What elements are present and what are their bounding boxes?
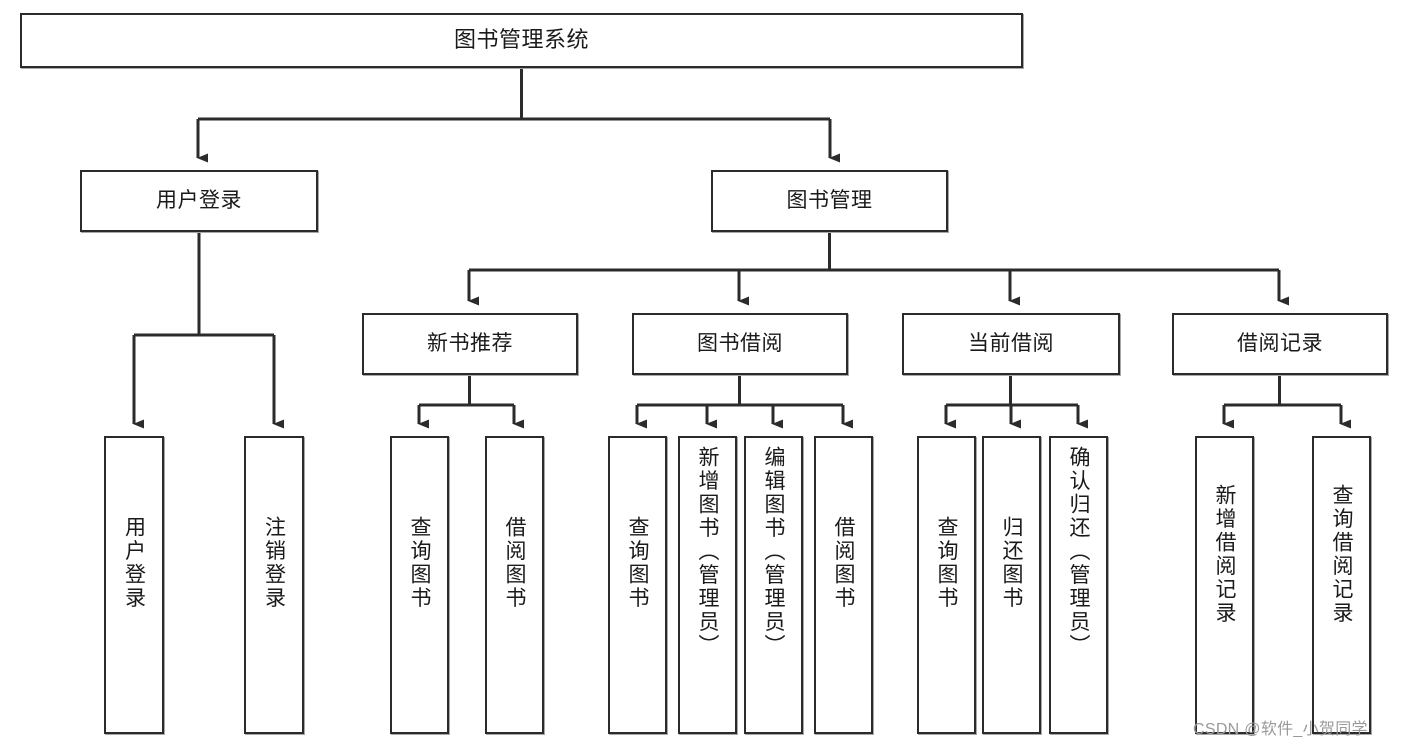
node-leaf-confirm-return-admin[interactable]: 确认归还（管理员） [1049,436,1108,734]
node-label: 图书借阅 [697,332,783,356]
node-label: 查询图书 [626,516,649,610]
node-leaf-query-book-borrow[interactable]: 查询图书 [608,436,667,734]
node-current-borrow[interactable]: 当前借阅 [902,313,1120,375]
node-leaf-add-borrow-record[interactable]: 新增借阅记录 [1195,436,1254,734]
node-leaf-edit-book-admin[interactable]: 编辑图书（管理员） [744,436,803,734]
node-label: 编辑图书（管理员） [762,446,785,658]
node-label: 查询图书 [408,516,431,610]
node-label: 新书推荐 [427,332,513,356]
node-label: 用户登录 [156,189,242,213]
node-label: 注销登录 [262,516,286,610]
node-leaf-add-book-admin[interactable]: 新增图书（管理员） [678,436,737,734]
node-book-management[interactable]: 图书管理 [711,170,948,232]
node-leaf-query-book-current[interactable]: 查询图书 [917,436,976,734]
node-root-book-management-system[interactable]: 图书管理系统 [20,13,1023,68]
node-leaf-borrow-book-borrow[interactable]: 借阅图书 [814,436,873,734]
node-label: 查询图书 [935,516,958,610]
node-label: 图书管理系统 [453,27,589,53]
node-leaf-user-login[interactable]: 用户登录 [104,436,164,734]
node-label: 借阅图书 [503,516,526,610]
node-borrow-record[interactable]: 借阅记录 [1172,313,1388,375]
node-leaf-query-borrow-record[interactable]: 查询借阅记录 [1312,436,1371,734]
node-leaf-query-book-recommend[interactable]: 查询图书 [390,436,449,734]
node-label: 新增借阅记录 [1213,484,1236,625]
csdn-watermark: CSDN @软件_小贺同学 [1193,721,1368,738]
node-label: 图书管理 [786,189,873,213]
node-label: 确认归还（管理员） [1067,446,1090,658]
node-new-book-recommend[interactable]: 新书推荐 [362,313,578,375]
node-label: 用户登录 [122,516,146,610]
node-label: 借阅图书 [832,516,855,610]
node-leaf-logout-login[interactable]: 注销登录 [244,436,304,734]
node-leaf-return-book[interactable]: 归还图书 [982,436,1041,734]
node-user-login[interactable]: 用户登录 [80,170,318,232]
node-label: 借阅记录 [1237,332,1323,356]
node-leaf-borrow-book-recommend[interactable]: 借阅图书 [485,436,544,734]
node-label: 查询借阅记录 [1330,484,1353,625]
node-label: 新增图书（管理员） [696,446,719,658]
node-label: 当前借阅 [968,332,1054,356]
node-book-borrow[interactable]: 图书借阅 [632,313,848,375]
node-label: 归还图书 [1000,516,1023,610]
